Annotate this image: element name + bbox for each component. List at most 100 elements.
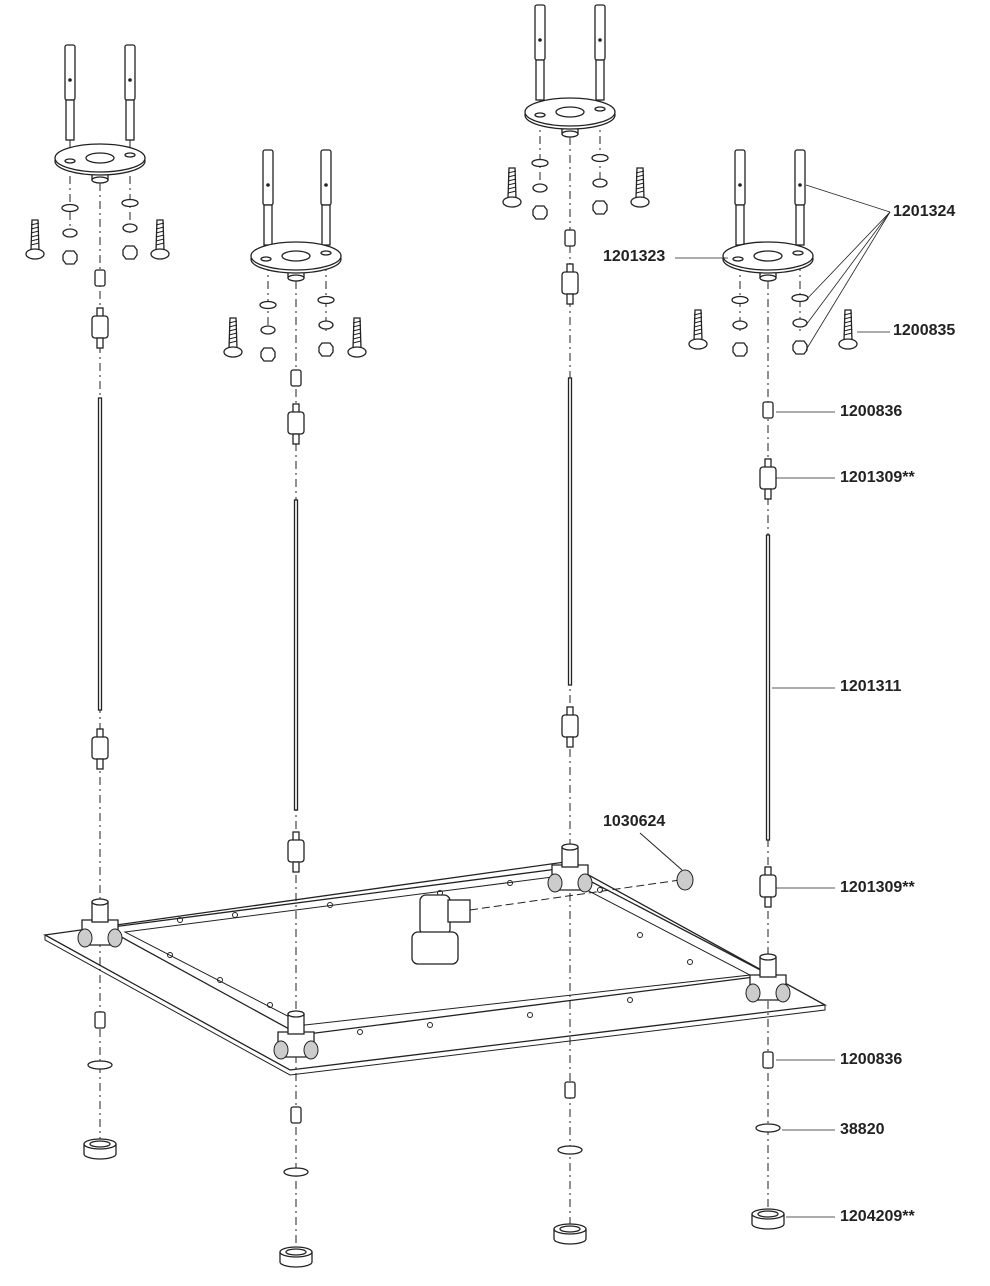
pin-lower <box>795 204 805 246</box>
screw-thread <box>507 190 517 194</box>
plate-slot <box>64 158 76 164</box>
plate-neck-end <box>759 274 777 282</box>
corner-post <box>745 953 791 1003</box>
screw-head <box>25 248 45 260</box>
foot <box>279 1246 313 1268</box>
o-ring <box>283 1167 309 1177</box>
pin-upper <box>594 4 606 61</box>
connector-body <box>759 874 777 898</box>
frame-screw-hole <box>597 887 603 893</box>
spacer-sleeve <box>762 401 774 419</box>
frame-screw-hole <box>232 912 238 918</box>
frame-screw-hole <box>627 997 633 1003</box>
foot-recess <box>559 1225 581 1233</box>
screw-thread <box>352 340 362 344</box>
label-o-ring: 38820 <box>840 1121 885 1138</box>
connector-tail <box>96 758 104 770</box>
screw-thread <box>843 312 853 316</box>
pin-upper <box>64 44 76 101</box>
screw-thread <box>228 328 238 332</box>
screw-thread <box>635 182 645 186</box>
hex-nut <box>318 342 334 357</box>
screw <box>223 317 243 358</box>
connector <box>759 866 777 908</box>
plate-hole <box>555 106 585 118</box>
screw-thread <box>507 182 517 186</box>
pin-upper <box>534 4 546 61</box>
spacer-sleeve <box>94 1011 106 1029</box>
guide-pin <box>262 149 274 246</box>
screw-thread <box>507 174 517 178</box>
screw <box>347 317 367 358</box>
lock-washer <box>591 153 609 163</box>
pin-lower <box>735 204 745 246</box>
plate-neck-end <box>91 176 109 184</box>
o-ring <box>557 1145 583 1155</box>
plate-slot <box>534 112 546 118</box>
foot-recess <box>757 1210 779 1218</box>
frame-screw-hole <box>177 917 183 923</box>
post-knob <box>775 983 791 1003</box>
post-knob <box>547 873 563 893</box>
connector-tail <box>764 896 772 908</box>
flat-washer <box>318 320 334 330</box>
pin-hole <box>598 38 602 42</box>
rod <box>765 534 771 841</box>
screw-thread <box>693 332 703 336</box>
pin-hole <box>538 38 542 42</box>
guide-pin <box>64 44 76 141</box>
label-mounting-plate: 1201323 <box>603 248 666 265</box>
mounting-plate <box>250 241 342 282</box>
mounting-plate <box>54 143 146 184</box>
screw-thread <box>30 226 40 230</box>
pin-lower <box>535 59 545 101</box>
pin-upper <box>734 149 746 206</box>
pin-upper <box>794 149 806 206</box>
guide-pin <box>534 4 546 101</box>
post-knob <box>77 928 93 948</box>
connector-body <box>759 466 777 490</box>
screw <box>150 219 170 260</box>
valve-body <box>419 894 451 936</box>
pin-lower <box>263 204 273 246</box>
screw-thread <box>693 324 703 328</box>
screw-thread <box>155 226 165 230</box>
leader-line <box>805 211 891 326</box>
screw-thread <box>352 320 362 324</box>
foot-recess <box>285 1248 307 1256</box>
label-cap: 1030624 <box>603 813 666 830</box>
tray-edge <box>44 935 826 1076</box>
plate-neck-end <box>561 130 579 138</box>
label-rod: 1201311 <box>840 678 902 695</box>
frame-screw-hole <box>357 1029 363 1035</box>
screw-thread <box>635 190 645 194</box>
foot <box>83 1138 117 1160</box>
pin-lower <box>125 99 135 141</box>
screw <box>502 167 522 208</box>
screw <box>838 309 858 350</box>
screw-thread <box>635 170 645 174</box>
leader-line <box>805 211 891 301</box>
flat-washer <box>732 320 748 330</box>
screw-head <box>150 248 170 260</box>
rod <box>293 499 299 811</box>
screw-head <box>838 338 858 350</box>
hex-nut <box>592 200 608 215</box>
frame-screw-hole <box>637 932 643 938</box>
valve-outlet <box>447 899 471 923</box>
lock-washer <box>61 203 79 213</box>
frame-screw-hole <box>327 902 333 908</box>
flat-washer <box>260 325 276 335</box>
spacer-sleeve <box>564 229 576 247</box>
plate-neck-end <box>287 274 305 282</box>
flat-washer <box>62 228 78 238</box>
lock-washer <box>259 300 277 310</box>
flat-washer <box>592 178 608 188</box>
connector-body <box>561 714 579 738</box>
connector-body <box>91 736 109 760</box>
screw-thread <box>507 178 517 182</box>
screw-thread <box>352 328 362 332</box>
label-spacer-top: 1200836 <box>840 403 903 420</box>
hex-nut <box>62 250 78 265</box>
screw-thread <box>155 234 165 238</box>
